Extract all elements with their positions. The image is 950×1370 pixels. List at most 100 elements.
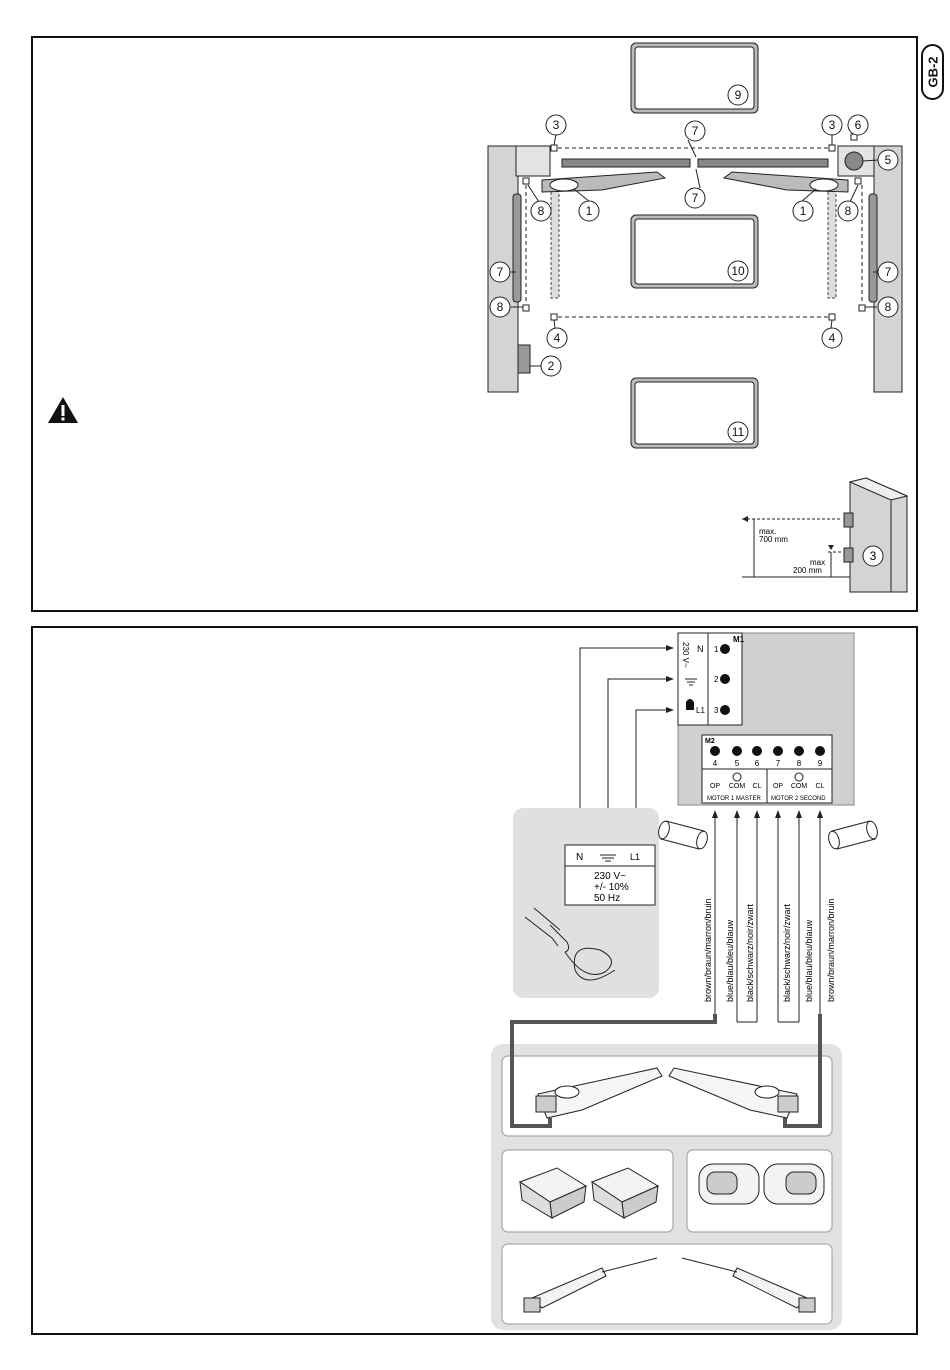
- m1-terminal-3: 3: [714, 706, 719, 715]
- operator-option-arm: [501, 1055, 833, 1137]
- photocell-8-left-high: [522, 177, 530, 185]
- photocell-8-left-low: [522, 304, 530, 312]
- photocell-8-right-low: [858, 304, 866, 312]
- power-plug-icon: [524, 907, 616, 981]
- detail-photocell-low: [843, 547, 854, 563]
- m1-l1-label: L1: [696, 706, 705, 715]
- m2-terminal-7: 7: [776, 759, 781, 768]
- page-tab-label: GB-2: [925, 56, 940, 88]
- motor2-label: MOTOR 2 SECOND: [771, 796, 826, 802]
- cable-motor2: [783, 1014, 822, 1128]
- left-post-photocell-column: [512, 193, 522, 303]
- callout-1-right: 1: [800, 204, 807, 218]
- m2-func-cl-2: CL: [816, 783, 825, 790]
- gate-layout-diagram: 3 3 6 7 7 1 1 8 8 7 7 8 8 4 4 2 5 9 10 1…: [487, 42, 909, 593]
- wiring-panel: M1 1 2 3 N L1 230 V~ M2 4 5 6 7 8 9 OP C…: [31, 626, 918, 1335]
- wire-left-brown: brown/braun/marron/bruin: [703, 898, 713, 1002]
- page-tab: GB-2: [921, 44, 944, 100]
- m2-func-com-1: COM: [729, 783, 746, 790]
- key-selector: [517, 344, 531, 374]
- callout-7-mid: 7: [692, 191, 699, 205]
- warning-icon: [48, 397, 78, 423]
- underground-operator-icon: [518, 1167, 660, 1219]
- control-unit-10: [634, 218, 755, 285]
- callout-10: 10: [731, 264, 745, 278]
- m1-voltage-label: 230 V~: [681, 642, 690, 668]
- m2-terminal-5: 5: [735, 759, 740, 768]
- callout-2: 2: [548, 359, 555, 373]
- arm-operator-left-icon: [535, 1067, 663, 1119]
- operator-option-linear: [501, 1243, 833, 1325]
- supply-tolerance: +/- 10%: [594, 882, 629, 893]
- callout-5: 5: [885, 153, 892, 167]
- left-pillar-cap: [515, 145, 551, 177]
- supply-l1-label: L1: [630, 852, 640, 862]
- cable-motor1: [510, 1014, 717, 1128]
- m2-func-op-2: OP: [773, 783, 783, 790]
- wire-right-blue: blue/blau/bleu/blauw: [804, 919, 814, 1002]
- callout-7-top: 7: [692, 124, 699, 138]
- callout-3-left: 3: [553, 118, 560, 132]
- callout-7-left: 7: [497, 265, 504, 279]
- wire-right-brown: brown/braun/marron/bruin: [826, 898, 836, 1002]
- gate-layout-panel: 3 3 6 7 7 1 1 8 8 7 7 8 8 4 4 2 5 9 10 1…: [31, 36, 918, 612]
- callout-11: 11: [732, 425, 745, 439]
- motor1-label: MOTOR 1 MASTER: [707, 796, 762, 802]
- callout-6: 6: [855, 118, 862, 132]
- right-post-photocell-column: [868, 193, 878, 303]
- detail-post-top: [848, 477, 909, 501]
- supply-n-label: N: [576, 852, 583, 863]
- m2-func-cl-1: CL: [753, 783, 762, 790]
- callout-8-left-high: 8: [538, 204, 545, 218]
- dim-700-value: 700 mm: [759, 535, 788, 544]
- photocell-4-right: [828, 313, 836, 321]
- callout-9: 9: [735, 88, 742, 102]
- callout-8-right-high: 8: [845, 204, 852, 218]
- motor-cable-right: [828, 820, 878, 850]
- motor-symbol-2: [794, 772, 804, 782]
- right-operator-pivot: [809, 178, 839, 192]
- m1-terminal-2: 2: [714, 675, 719, 684]
- m2-func-op-1: OP: [710, 783, 720, 790]
- m1-label: M1: [733, 635, 745, 644]
- linear-operator-left-icon: [523, 1257, 658, 1313]
- m2-func-com-2: COM: [791, 783, 808, 790]
- photocell-3-right: [828, 144, 836, 152]
- flashing-light: [844, 151, 864, 171]
- motor-symbol-1: [732, 772, 742, 782]
- wire-left-black: black/schwarz/noir/zwart: [745, 903, 755, 1002]
- right-leaf-open-position: [827, 181, 837, 299]
- arm-operator-right-icon: [668, 1067, 799, 1119]
- callout-3-detail: 3: [870, 549, 877, 563]
- left-leaf-open-position: [550, 181, 560, 299]
- m2-terminal-8: 8: [797, 759, 802, 768]
- callout-4-left: 4: [554, 331, 561, 345]
- right-gate-leaf: [697, 158, 829, 168]
- m1-n-label: N: [697, 644, 704, 654]
- photocell-8-right-high: [854, 177, 862, 185]
- m1-terminal-1: 1: [714, 645, 719, 654]
- dim-200-label: max: [810, 558, 825, 567]
- supply-voltage: 230 V~: [594, 871, 626, 882]
- control-unit-9: [634, 46, 755, 110]
- supply-frequency: 50 Hz: [594, 893, 620, 904]
- plug-icon: [686, 699, 694, 710]
- dim-200-value: 200 mm: [793, 566, 822, 575]
- callout-4-right: 4: [829, 331, 836, 345]
- control-unit-11: [634, 381, 755, 445]
- left-gate-leaf: [561, 158, 691, 168]
- linear-operator-right-icon: [681, 1257, 816, 1313]
- callout-8-left: 8: [497, 300, 504, 314]
- detail-photocell-high: [843, 512, 854, 528]
- photocell-3-left: [550, 144, 558, 152]
- callout-7-right: 7: [885, 265, 892, 279]
- wire-left-blue: blue/blau/bleu/blauw: [725, 919, 735, 1002]
- m2-terminal-9: 9: [818, 759, 823, 768]
- dim-700-label: max.: [759, 527, 776, 536]
- m2-terminal-4: 4: [713, 759, 718, 768]
- wire-right-black: black/schwarz/noir/zwart: [782, 903, 792, 1002]
- callout-3-right: 3: [829, 118, 836, 132]
- m2-terminal-6: 6: [755, 759, 760, 768]
- articulated-operator-icon: [698, 1163, 825, 1205]
- m2-label: M2: [705, 738, 715, 745]
